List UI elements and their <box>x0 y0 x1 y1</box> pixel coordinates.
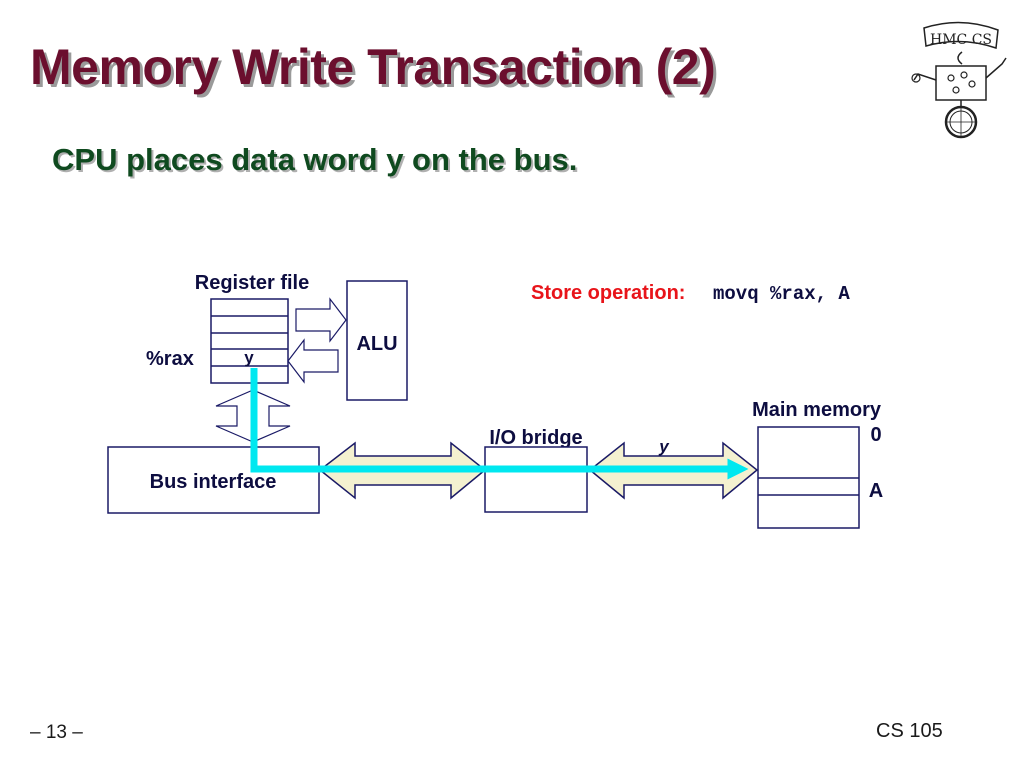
store-operation: Store operation: <box>531 282 685 304</box>
data-path-arrow <box>250 368 749 480</box>
alu-to-register-arrow <box>287 338 339 384</box>
io-bridge-box <box>484 446 588 513</box>
alu-label: ALU <box>356 333 397 355</box>
io-bridge-label: I/O bridge <box>489 427 582 449</box>
course-label: CS 105 <box>876 720 943 742</box>
bus-interface-label: Bus interface <box>150 471 277 493</box>
main-memory <box>757 426 860 529</box>
page-number: – 13 – <box>30 722 83 743</box>
memory-address-a: A <box>869 480 883 502</box>
slide-title: Memory Write Transaction (2) <box>30 39 716 95</box>
register-file-label: Register file <box>195 272 309 294</box>
store-operation-label: Store operation: <box>531 282 685 304</box>
register-to-alu-arrow <box>295 297 347 343</box>
register-value: y <box>244 348 254 367</box>
hmc-cs-logo: HMC CS <box>911 21 1007 139</box>
store-operation-code: movq %rax, A <box>713 283 850 305</box>
rax-label: %rax <box>146 348 194 370</box>
memory-address-0: 0 <box>870 424 881 446</box>
register-file <box>210 298 289 384</box>
logo-text: HMC CS <box>930 32 992 48</box>
main-memory-label: Main memory <box>752 399 882 421</box>
bus-interface-box <box>107 446 320 514</box>
alu-box <box>346 280 408 401</box>
bus-data-label: y <box>658 437 670 456</box>
slide-subtitle: CPU places data word y on the bus. <box>52 142 578 177</box>
